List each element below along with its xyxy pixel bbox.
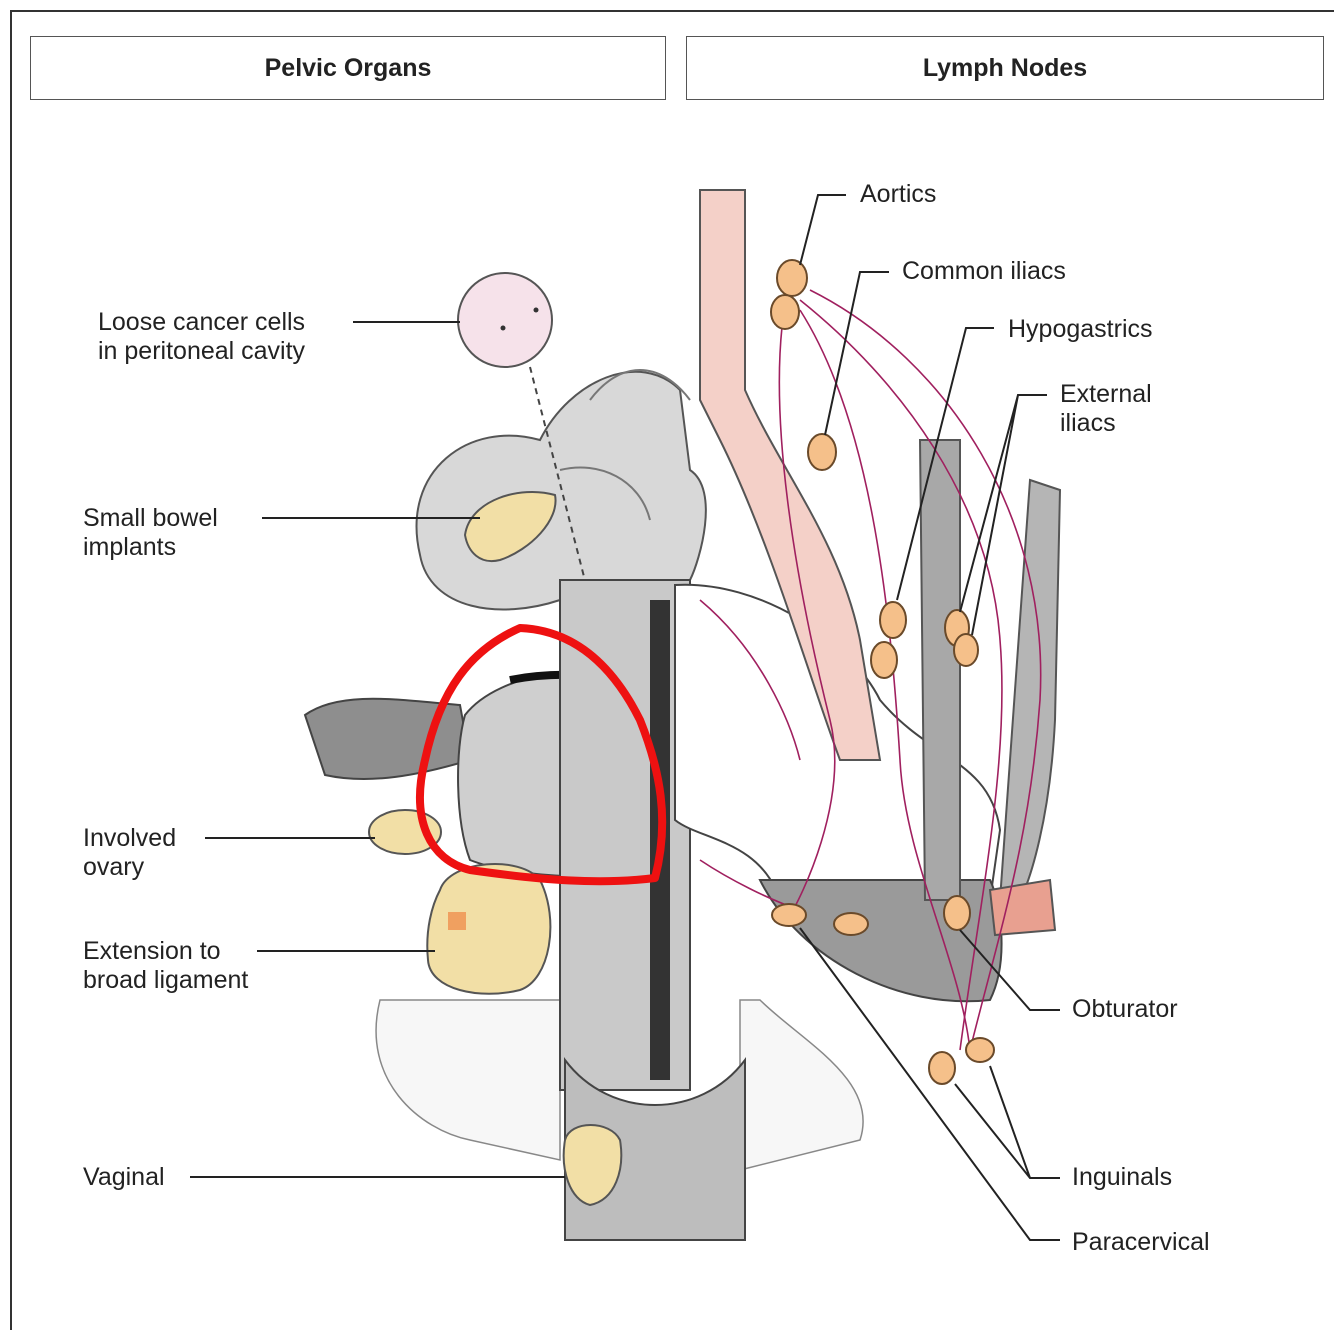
cancer-cell-dot — [501, 326, 506, 331]
label-aortics: Aortics — [860, 180, 936, 209]
external-iliac-node — [954, 634, 978, 666]
label-small-bowel-implants: Small bowel implants — [83, 504, 218, 562]
label-involved-ovary: Involved ovary — [83, 824, 176, 882]
peritoneal-cavity-circle — [458, 273, 552, 367]
common-iliac-node — [808, 434, 836, 470]
broad-ligament-extension — [427, 864, 550, 994]
label-inguinals: Inguinals — [1072, 1163, 1172, 1192]
inguinal-node — [929, 1052, 955, 1084]
label-common-iliacs: Common iliacs — [902, 257, 1066, 286]
label-paracervical: Paracervical — [1072, 1228, 1210, 1257]
omentum-right — [740, 1000, 863, 1170]
vessel-stump — [990, 880, 1055, 935]
aortic-node — [777, 260, 807, 296]
label-loose-cancer-cells: Loose cancer cells in peritoneal cavity — [98, 308, 305, 366]
label-vaginal: Vaginal — [83, 1163, 165, 1192]
tumor-spot — [448, 912, 466, 930]
pelvic-wall — [760, 880, 1002, 1001]
cancer-cell-dot — [534, 308, 539, 313]
hypogastric-node — [880, 602, 906, 638]
omentum-left — [376, 1000, 560, 1160]
label-obturator: Obturator — [1072, 995, 1178, 1024]
paracervical-node — [772, 904, 806, 926]
left-fallopian-tube — [305, 699, 470, 779]
hypogastric-node — [871, 642, 897, 678]
cervix-column — [560, 580, 690, 1090]
aortic-node — [771, 295, 799, 329]
obturator-node — [944, 896, 970, 930]
label-hypogastrics: Hypogastrics — [1008, 315, 1153, 344]
iliac-vein — [920, 440, 960, 900]
label-external-iliacs: External iliacs — [1060, 380, 1152, 438]
label-broad-ligament: Extension to broad ligament — [83, 937, 248, 995]
paracervical-node — [834, 913, 868, 935]
external-iliac-vessel — [1000, 480, 1060, 900]
inguinal-node — [966, 1038, 994, 1062]
